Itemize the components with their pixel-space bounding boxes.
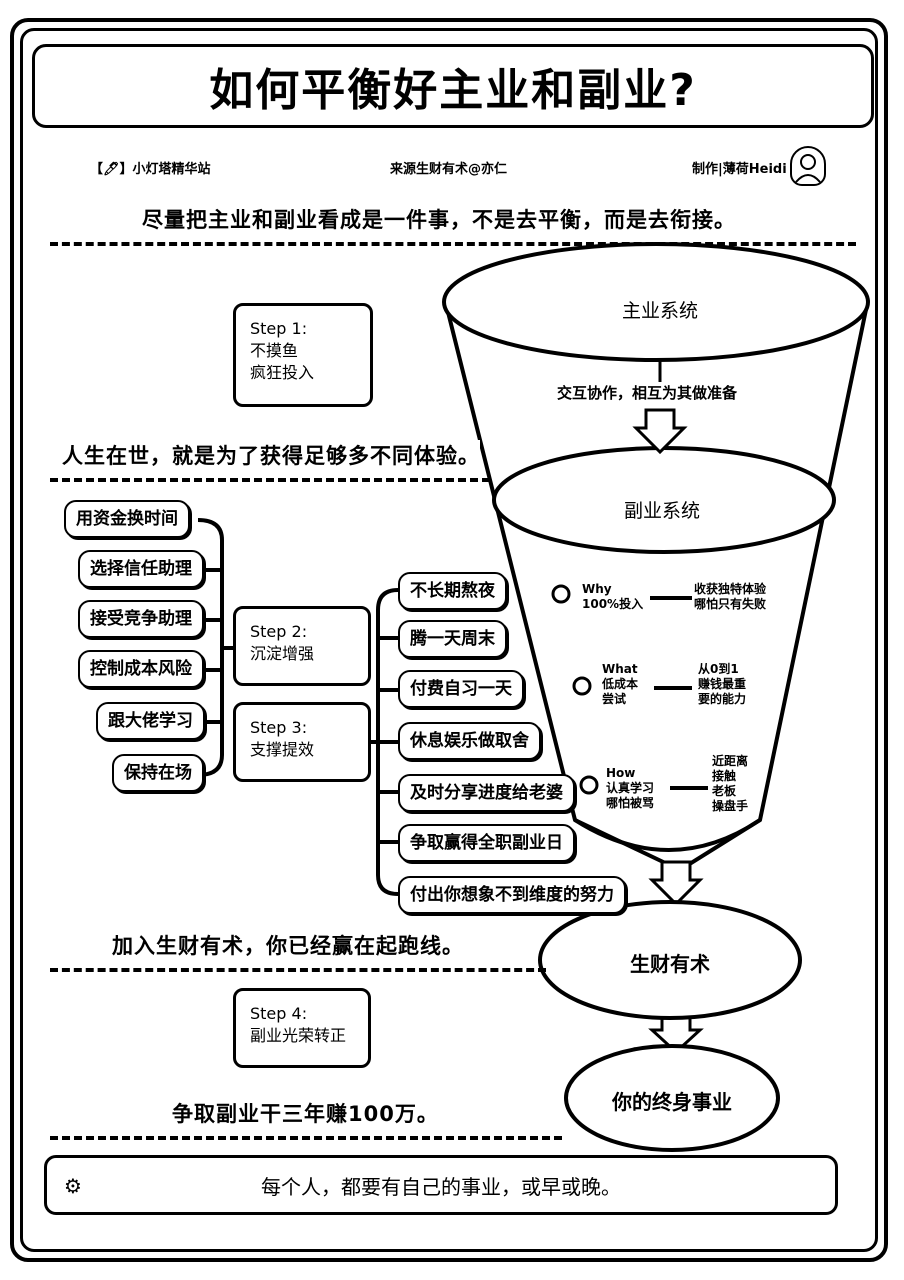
step1-line2: 疯狂投入 [250, 363, 315, 382]
step3-box: Step 3: 支撑提效 [233, 702, 371, 782]
step4-line1: 副业光荣转正 [250, 1026, 347, 1045]
meta-author: 制作|薄荷Heidi [692, 162, 787, 177]
step2-box: Step 2: 沉淀增强 [233, 606, 371, 686]
main-system-label: 主业系统 [621, 300, 698, 322]
step3-line1: 支撑提效 [250, 740, 315, 759]
side-system-label: 副业系统 [623, 500, 700, 522]
right-item-7: 付出你想象不到维度的努力 [398, 876, 626, 914]
meta-source-left: 【🖊】小灯塔精华站 [90, 162, 211, 177]
what-note-2: 赚钱最重 [698, 677, 747, 691]
avatar-icon [790, 146, 826, 186]
why-block: Why 100%投入 [582, 582, 643, 612]
gear-icon: ⚙ [64, 1174, 82, 1198]
right-item-1: 不长期熬夜 [398, 572, 507, 610]
why-label: Why [582, 582, 612, 596]
footer-text: 每个人，都要有自己的事业，或早或晚。 [261, 1174, 621, 1199]
why-note-2: 哪怕只有失败 [694, 597, 767, 611]
headline-1: 尽量把主业和副业看成是一件事，不是去平衡，而是去衔接。 [142, 208, 736, 232]
inner-frame [20, 28, 878, 1252]
step1-label: Step 1: [250, 319, 308, 338]
step4-label: Step 4: [250, 1004, 308, 1023]
step4-box: Step 4: 副业光荣转正 [233, 988, 371, 1068]
why-sub: 100%投入 [582, 597, 644, 611]
outer-frame [10, 18, 888, 1262]
how-sub-2: 哪怕被骂 [606, 796, 655, 810]
why-note: 收获独特体验 哪怕只有失败 [694, 582, 766, 612]
right-item-5: 及时分享进度给老婆 [398, 774, 575, 812]
left-item-4: 控制成本风险 [78, 650, 204, 688]
step1-box: Step 1: 不摸鱼 疯狂投入 [233, 303, 373, 407]
what-block: What 低成本 尝试 [602, 662, 638, 707]
step2-label: Step 2: [250, 622, 308, 641]
headline-2: 人生在世，就是为了获得足够多不同体验。 [62, 440, 480, 470]
ellipse-career: 你的终身事业 [612, 1090, 732, 1114]
left-item-5: 跟大佬学习 [96, 702, 205, 740]
how-label: How [606, 766, 636, 780]
left-item-3: 接受竞争助理 [78, 600, 204, 638]
left-item-2: 选择信任助理 [78, 550, 204, 588]
step2-line1: 沉淀增强 [250, 644, 315, 663]
how-note-2: 接触 [712, 769, 737, 783]
how-block: How 认真学习 哪怕被骂 [606, 766, 654, 811]
how-sub-1: 认真学习 [606, 781, 655, 795]
step1-line1: 不摸鱼 [250, 341, 299, 360]
footer-box: 每个人，都要有自己的事业，或早或晚。 [44, 1155, 838, 1215]
left-item-6: 保持在场 [112, 754, 204, 792]
ellipse-shengcai: 生财有术 [630, 952, 710, 976]
step3-label: Step 3: [250, 718, 308, 737]
what-sub-2: 尝试 [602, 692, 627, 706]
headline-3: 加入生财有术，你已经赢在起跑线。 [112, 934, 464, 958]
what-note-1: 从0到1 [698, 662, 739, 676]
title-box: 如何平衡好主业和副业? [32, 44, 874, 128]
what-note-3: 要的能力 [698, 692, 747, 706]
divider-3 [50, 968, 546, 972]
what-note: 从0到1 赚钱最重 要的能力 [698, 662, 746, 707]
headline-4: 争取副业干三年赚100万。 [172, 1102, 439, 1126]
right-item-3: 付费自习一天 [398, 670, 524, 708]
divider-4 [50, 1136, 562, 1140]
left-item-1: 用资金换时间 [64, 500, 190, 538]
page-title: 如何平衡好主业和副业? [209, 65, 697, 116]
right-item-4: 休息娱乐做取舍 [398, 722, 541, 760]
right-item-6: 争取赢得全职副业日 [398, 824, 575, 862]
what-label: What [602, 662, 638, 676]
how-note-4: 操盘手 [712, 799, 749, 813]
divider-1 [50, 242, 856, 246]
meta-source-center: 来源生财有术@亦仁 [390, 162, 508, 177]
right-item-2: 腾一天周末 [398, 620, 507, 658]
divider-2 [50, 478, 490, 482]
why-note-1: 收获独特体验 [694, 582, 767, 596]
connector-label: 交互协作，相互为其做准备 [555, 384, 740, 402]
how-note-3: 老板 [712, 784, 737, 798]
how-note: 近距离 接触 老板 操盘手 [712, 754, 748, 814]
what-sub-1: 低成本 [602, 677, 639, 691]
how-note-1: 近距离 [712, 754, 749, 768]
